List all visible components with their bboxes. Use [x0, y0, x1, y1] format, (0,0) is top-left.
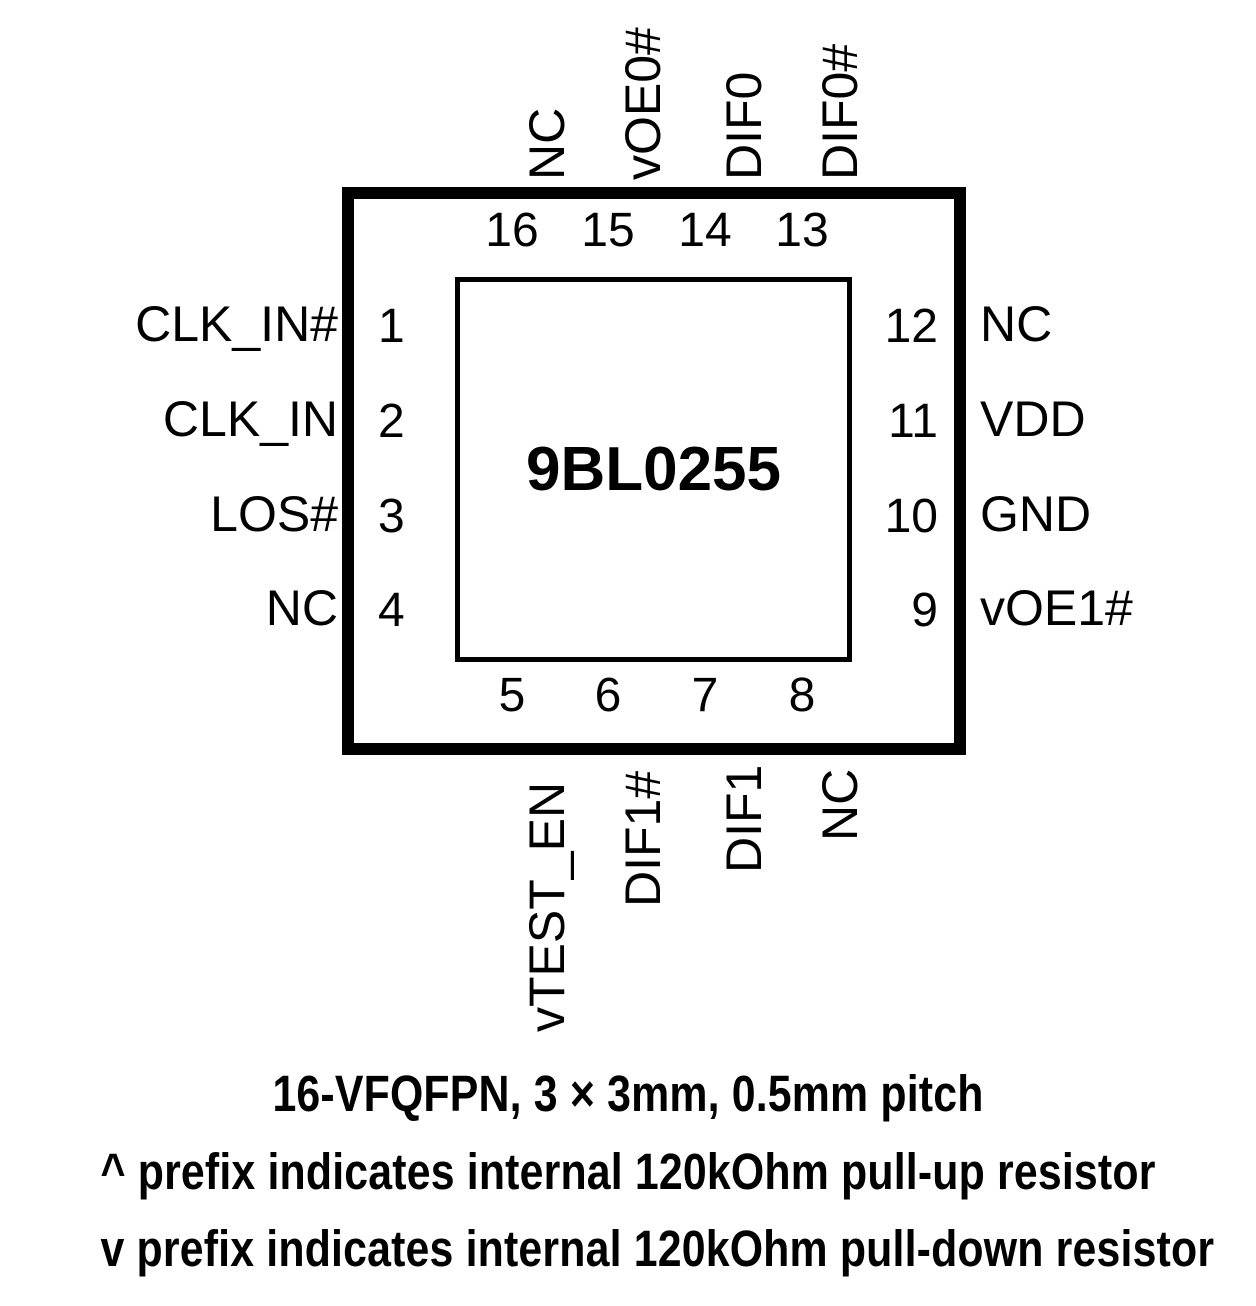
- pin-number-10: 10: [884, 490, 938, 543]
- pin-label-2: CLK_IN: [162, 391, 338, 447]
- pin-label-1: CLK_IN#: [135, 296, 338, 352]
- pin-label-15: vOE0#: [615, 27, 671, 180]
- pin-number-1: 1: [378, 300, 405, 353]
- pin-label-12: NC: [980, 296, 1053, 352]
- pin-number-16: 16: [485, 204, 539, 257]
- pin-number-2: 2: [378, 395, 405, 448]
- part-number-label: 9BL0255: [525, 435, 782, 504]
- pin-label-7: DIF1: [716, 764, 772, 873]
- pin-number-15: 15: [581, 204, 635, 257]
- pin-label-9: vOE1#: [980, 580, 1133, 636]
- pin-label-14: DIF0: [716, 71, 772, 180]
- pin-label-4: NC: [265, 580, 338, 636]
- pin-number-13: 13: [775, 204, 829, 257]
- pin-label-8: NC: [812, 768, 868, 841]
- pin-label-10: GND: [980, 486, 1092, 542]
- pin-number-6: 6: [594, 669, 622, 722]
- exposed-pad-outline: [455, 277, 852, 662]
- pin-number-14: 14: [678, 204, 732, 257]
- diagram-caption: 16-VFQFPN, 3 × 3mm, 0.5mm pitch ^ prefix…: [0, 1055, 1256, 1288]
- pin-label-16: NC: [519, 107, 575, 180]
- pin-label-11: VDD: [980, 391, 1086, 447]
- pin-number-11: 11: [888, 395, 938, 448]
- pin-label-3: LOS#: [210, 486, 338, 542]
- pin-label-6: DIF1#: [615, 770, 671, 907]
- pin-number-9: 9: [911, 584, 938, 637]
- caption-pullup-note: ^ prefix indicates internal 120kOhm pull…: [100, 1142, 1156, 1200]
- pin-number-5: 5: [498, 669, 526, 722]
- caption-package-line: 16-VFQFPN, 3 × 3mm, 0.5mm pitch: [272, 1065, 984, 1122]
- caption-pulldown-note: v prefix indicates internal 120kOhm pull…: [100, 1220, 1215, 1278]
- pin-number-3: 3: [378, 490, 405, 543]
- pin-number-12: 12: [884, 300, 938, 353]
- pin-number-8: 8: [788, 669, 816, 722]
- pin-label-5: vTEST_EN: [519, 781, 575, 1032]
- pin-label-13: DIF0#: [812, 43, 868, 180]
- pin-number-7: 7: [691, 669, 719, 722]
- pin-number-4: 4: [378, 584, 405, 637]
